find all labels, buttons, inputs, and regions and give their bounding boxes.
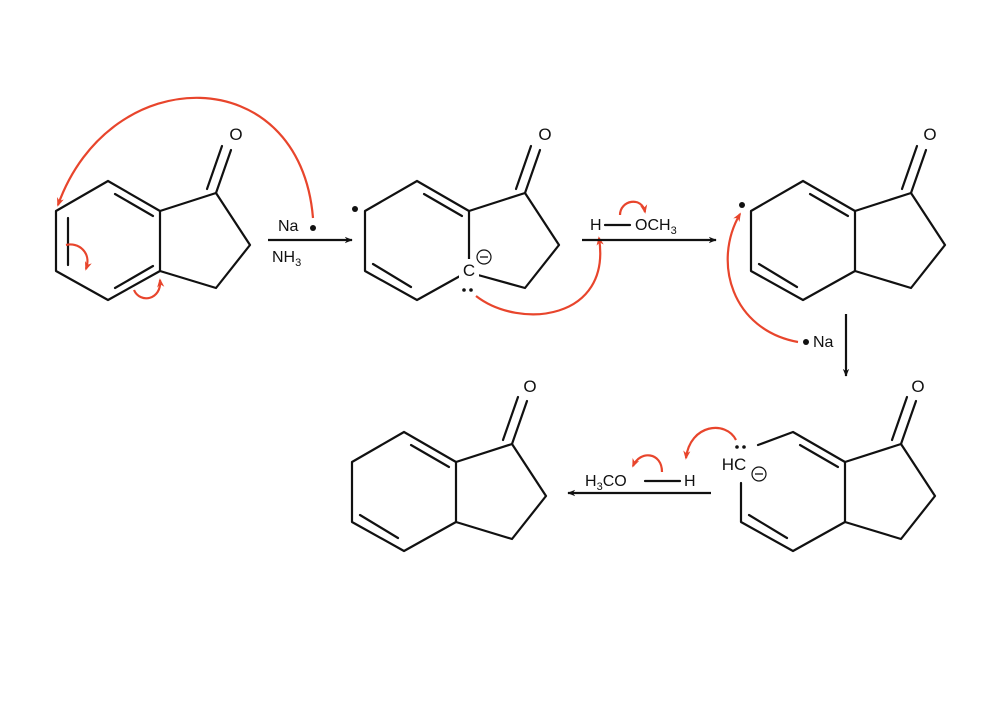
negative-charge-icon: [476, 249, 492, 265]
oxygen-label: O: [229, 125, 242, 144]
molecule-indanone: O: [54, 125, 252, 302]
oxygen-label: O: [538, 125, 551, 144]
oxygen-label: O: [911, 377, 924, 396]
curly-arrow-icon: [475, 236, 604, 316]
ring-double-bond: [808, 192, 850, 218]
curly-arrow-icon: [56, 96, 315, 219]
ring-double-bond: [422, 192, 464, 218]
carbonyl-bond: [899, 399, 918, 446]
carbonyl-bond: [900, 144, 919, 191]
carbonyl-bond: [523, 148, 542, 195]
carbonyl-bond: [214, 148, 233, 195]
reagent-na: Na: [803, 334, 834, 351]
carbonyl-bond: [909, 148, 928, 195]
carbonyl-bond: [501, 395, 520, 442]
six-ring: [350, 430, 458, 553]
methoxy-label: H3CO: [585, 473, 627, 493]
aromatic-double-bond: [113, 192, 155, 218]
molecule-carbanion: O HC: [722, 377, 937, 553]
lone-pair-icon: [735, 445, 746, 449]
six-ring: [749, 179, 857, 302]
radical-dot-icon: [803, 339, 809, 345]
radical-dot-icon: [739, 202, 745, 208]
sodium-label: Na: [813, 334, 834, 351]
carbanion-label: C: [463, 261, 475, 280]
molecule-radical: O: [739, 125, 947, 302]
ring-double-bond: [371, 262, 413, 289]
benzene-ring: [54, 179, 162, 302]
ring-double-bond: [798, 443, 840, 469]
carbonyl-bond: [510, 399, 529, 446]
lone-pair-icon: [462, 288, 473, 292]
molecule-radical-anion: O C: [352, 125, 561, 302]
ring-double-bond: [757, 262, 799, 289]
negative-charge-icon: [751, 466, 767, 482]
curly-arrow-icon: [631, 454, 664, 473]
ring-double-bond: [358, 513, 400, 540]
six-ring: [363, 179, 471, 302]
carbonyl-bond: [514, 144, 533, 191]
curly-arrow-icon: [65, 243, 92, 271]
reagent-methanol: H3CO H: [567, 454, 711, 497]
proton-label: H: [590, 217, 602, 234]
ring-double-bond: [747, 513, 789, 540]
reagent-methanol: H OCH3: [582, 200, 717, 244]
methoxy-label: OCH3: [635, 217, 677, 237]
cyclopentanone-ring: [454, 442, 548, 541]
curly-arrow-icon: [132, 278, 165, 300]
six-ring: [739, 430, 847, 553]
molecule-product: O: [350, 377, 548, 553]
carbanion-label: HC: [722, 455, 747, 474]
curly-arrow-icon: [618, 200, 648, 216]
sodium-label: Na: [278, 218, 299, 235]
cyclopentanone-ring: [843, 442, 937, 541]
proton-label: H: [684, 473, 696, 490]
cyclopentanone-ring: [158, 191, 252, 290]
carbonyl-bond: [890, 395, 909, 442]
curly-arrow-icon: [726, 212, 799, 344]
carbonyl-bond: [205, 144, 224, 191]
radical-dot-icon: [310, 225, 316, 231]
reagent-na-nh3: Na NH3: [268, 218, 353, 269]
oxygen-label: O: [923, 125, 936, 144]
cyclopentanone-ring: [853, 191, 947, 290]
ring-double-bond: [409, 443, 451, 469]
cyclopentanone-ring: [467, 191, 561, 290]
radical-dot-icon: [352, 206, 358, 212]
curly-arrow-icon: [683, 426, 737, 460]
aromatic-double-bond: [113, 264, 155, 290]
oxygen-label: O: [523, 377, 536, 396]
ammonia-label: NH3: [272, 249, 301, 269]
